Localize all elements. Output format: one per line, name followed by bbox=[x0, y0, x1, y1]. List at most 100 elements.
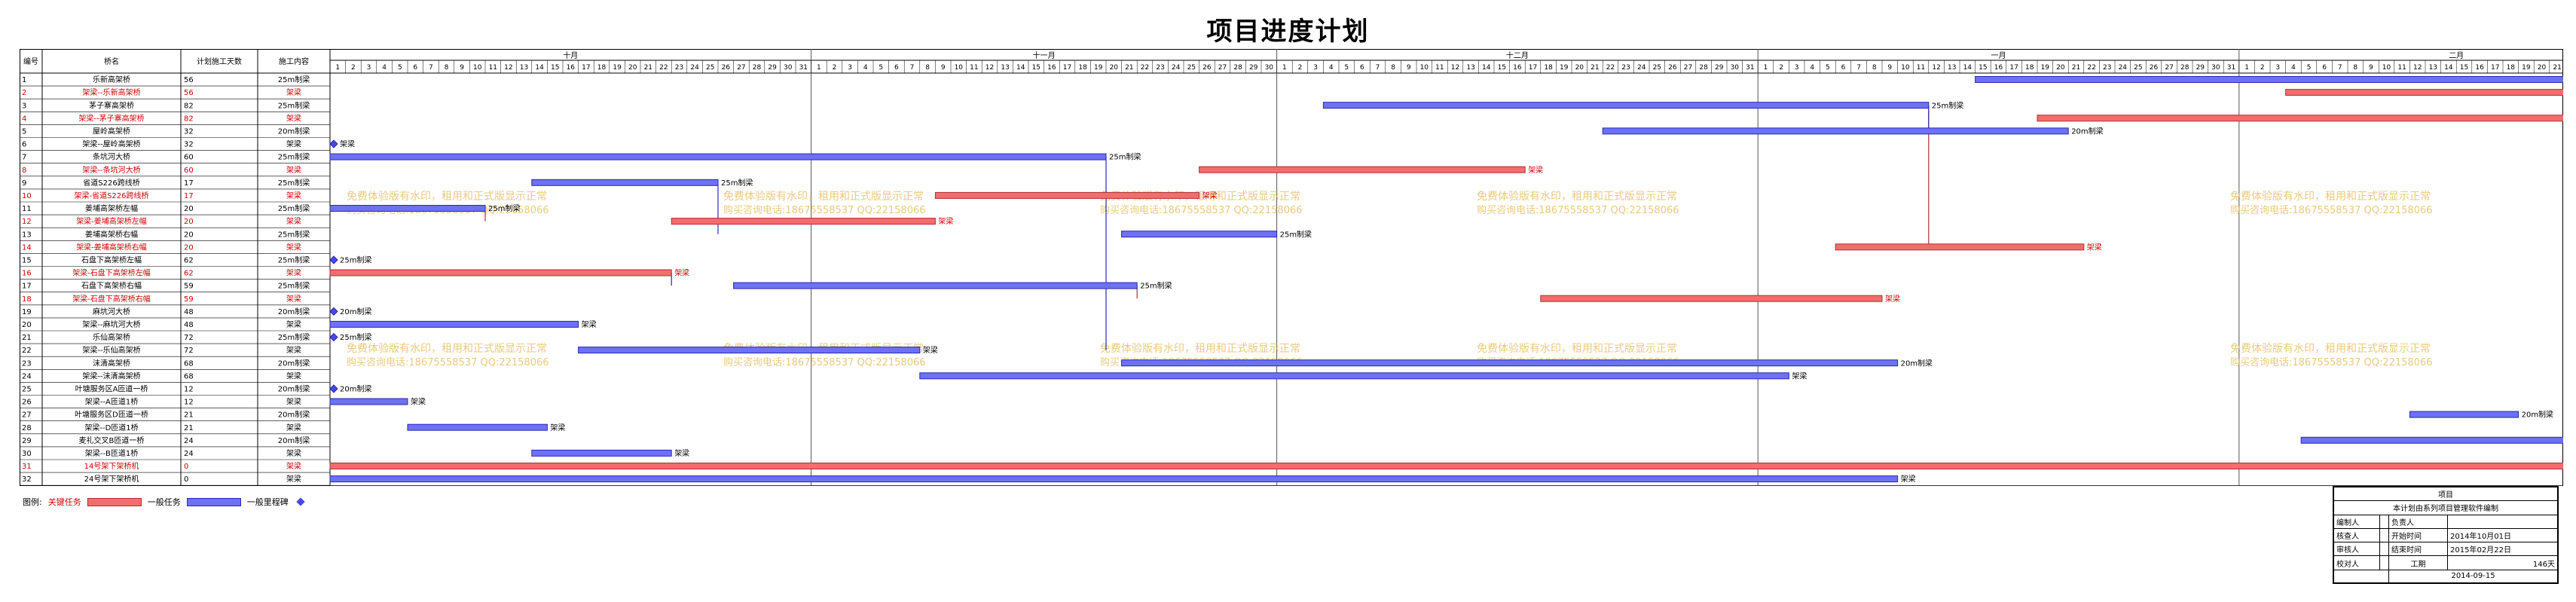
row-planned-days: 32 bbox=[184, 128, 194, 136]
day-number: 23 bbox=[675, 64, 683, 72]
day-number: 17 bbox=[1529, 64, 1537, 72]
row-bridge-name: 屋岭高架桥 bbox=[93, 127, 130, 136]
day-number: 15 bbox=[1979, 64, 1987, 72]
day-number: 15 bbox=[1032, 64, 1040, 72]
day-number: 2 bbox=[1779, 64, 1783, 72]
day-number: 16 bbox=[567, 64, 576, 72]
day-number: 9 bbox=[1887, 64, 1892, 72]
gantt-bar-label: 20m制梁 bbox=[1901, 358, 1933, 368]
day-number: 18 bbox=[2507, 64, 2516, 72]
row-number: 28 bbox=[22, 424, 32, 432]
gantt-bar bbox=[1835, 243, 2085, 251]
day-number: 1 bbox=[2244, 64, 2249, 72]
day-number: 10 bbox=[473, 64, 482, 72]
day-number: 4 bbox=[1329, 64, 1334, 72]
info-checker-label: 校对人 bbox=[2333, 555, 2381, 570]
row-planned-days: 82 bbox=[184, 115, 194, 123]
row-bridge-name: 架梁--茅子寨高架桥 bbox=[78, 113, 144, 123]
day-number: 8 bbox=[925, 64, 930, 72]
day-number: 19 bbox=[613, 64, 622, 72]
row-planned-days: 20 bbox=[184, 231, 194, 239]
day-number: 25 bbox=[706, 64, 714, 72]
day-number: 16 bbox=[2475, 64, 2484, 72]
info-start-label: 开始时间 bbox=[2388, 527, 2449, 543]
day-number: 7 bbox=[2338, 64, 2342, 72]
day-number: 16 bbox=[1047, 64, 1056, 72]
row-bridge-name: 姜埔高架桥左幅 bbox=[85, 203, 138, 213]
row-number: 19 bbox=[22, 308, 32, 316]
row-work-content: 25m制梁 bbox=[278, 281, 310, 291]
day-number: 3 bbox=[367, 64, 371, 72]
gantt-bar bbox=[329, 269, 672, 277]
day-number: 22 bbox=[1606, 64, 1615, 72]
day-number: 16 bbox=[1994, 64, 2003, 72]
gantt-bar bbox=[733, 282, 1138, 289]
row-planned-days: 17 bbox=[184, 192, 194, 200]
column-header-days: 计划施工天数 bbox=[197, 57, 242, 66]
row-number: 30 bbox=[22, 450, 32, 458]
day-number: 26 bbox=[722, 64, 731, 72]
day-number: 24 bbox=[1172, 64, 1181, 72]
day-number: 29 bbox=[1249, 64, 1258, 72]
row-number: 27 bbox=[22, 411, 32, 420]
gantt-bar-label: 架梁 bbox=[582, 319, 597, 329]
milestone-marker bbox=[329, 332, 338, 342]
row-bridge-name: 沫清高架桥 bbox=[93, 358, 130, 368]
day-number: 6 bbox=[894, 64, 899, 72]
day-number: 14 bbox=[535, 64, 544, 72]
watermark-text: 免费体验版有水印，租用和正式版显示正常 bbox=[1100, 343, 1300, 355]
day-number: 11 bbox=[1435, 64, 1444, 72]
gantt-bar-label: 架梁 bbox=[674, 268, 689, 278]
milestone-marker bbox=[329, 139, 338, 148]
row-work-content: 架梁 bbox=[286, 139, 301, 149]
row-bridge-name: 架梁--麻坑河大桥 bbox=[82, 319, 140, 329]
gantt-bar-label: 架梁 bbox=[923, 345, 938, 355]
row-planned-days: 12 bbox=[184, 386, 194, 394]
column-header-name: 桥名 bbox=[104, 57, 119, 66]
gantt-bar bbox=[329, 205, 486, 212]
row-planned-days: 62 bbox=[184, 270, 194, 278]
day-number: 2 bbox=[833, 64, 837, 72]
day-number: 4 bbox=[2291, 64, 2296, 72]
row-work-content: 20m制梁 bbox=[278, 384, 310, 394]
row-work-content: 架梁 bbox=[286, 113, 301, 123]
row-work-content: 25m制梁 bbox=[278, 332, 310, 342]
row-number: 21 bbox=[22, 334, 32, 342]
day-number: 21 bbox=[2072, 64, 2080, 72]
gantt-bar bbox=[531, 449, 672, 457]
info-checker-value bbox=[2379, 555, 2390, 570]
row-work-content: 架梁 bbox=[286, 345, 301, 355]
milestone-marker bbox=[329, 307, 338, 316]
legend-normal-swatch bbox=[186, 497, 241, 506]
row-planned-days: 48 bbox=[184, 321, 194, 329]
day-number: 30 bbox=[1731, 64, 1740, 72]
day-number: 6 bbox=[1841, 64, 1846, 72]
day-number: 1 bbox=[1764, 64, 1768, 72]
row-work-content: 架梁 bbox=[286, 397, 301, 407]
row-planned-days: 56 bbox=[184, 76, 194, 84]
row-bridge-name: 24号架下架桥机 bbox=[84, 474, 139, 484]
row-work-content: 架梁 bbox=[286, 191, 301, 200]
day-number: 11 bbox=[489, 64, 497, 72]
row-bridge-name: 架梁--乐新高架桥 bbox=[82, 87, 140, 97]
gantt-bar bbox=[1322, 102, 1930, 109]
row-bridge-name: 架梁-姜埔高架桥右幅 bbox=[76, 242, 147, 252]
gantt-bar-label: 20m制梁 bbox=[2071, 127, 2103, 136]
day-number: 13 bbox=[2429, 64, 2437, 72]
row-planned-days: 59 bbox=[184, 283, 194, 291]
row-work-content: 架梁 bbox=[286, 319, 301, 329]
gantt-bar-label: 20m制梁 bbox=[340, 307, 371, 316]
day-number: 3 bbox=[2275, 64, 2280, 72]
row-planned-days: 20 bbox=[184, 218, 194, 226]
day-number: 17 bbox=[1063, 64, 1071, 72]
day-number: 15 bbox=[2460, 64, 2468, 72]
row-number: 13 bbox=[22, 231, 32, 239]
column-header-content: 施工内容 bbox=[279, 57, 309, 66]
day-number: 31 bbox=[799, 64, 808, 72]
info-project-name: 本计划由系列项目管理软件编制 bbox=[2333, 500, 2558, 515]
day-number: 13 bbox=[1001, 64, 1009, 72]
day-number: 20 bbox=[1575, 64, 1584, 72]
month-label: 十月 bbox=[563, 50, 578, 60]
watermark-text: 免费体验版有水印，租用和正式版显示正常 bbox=[2230, 191, 2431, 203]
